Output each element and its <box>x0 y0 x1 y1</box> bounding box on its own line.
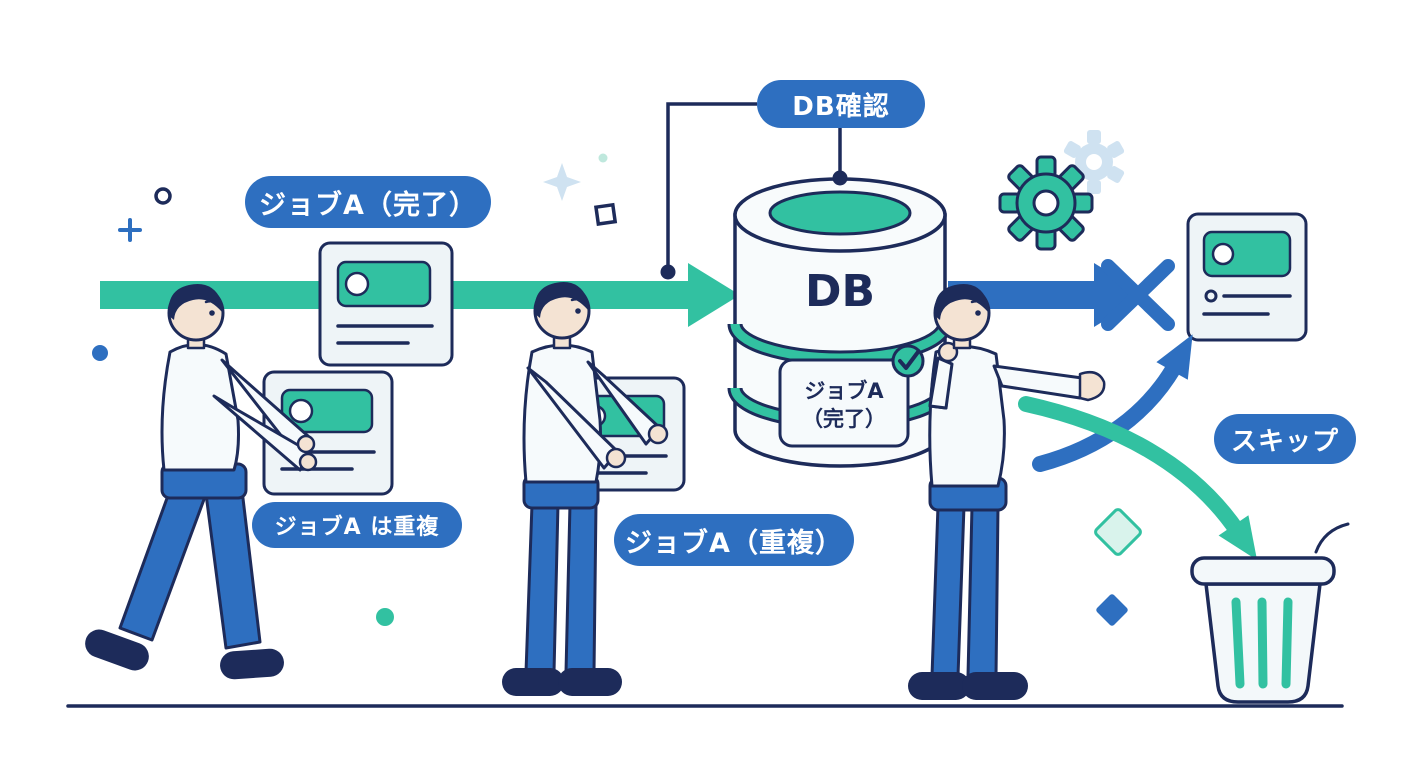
document-card-topright <box>1186 212 1308 342</box>
gear-icon-small <box>1063 130 1125 194</box>
connector-dot <box>832 170 848 186</box>
circle-decoration-icon <box>154 187 172 205</box>
square-decoration-icon <box>593 202 618 227</box>
person-middle <box>502 282 669 696</box>
db-record-card: ジョブA （完了） <box>778 344 925 448</box>
plus-icon <box>118 218 142 242</box>
db-record-line1: ジョブA <box>804 379 884 403</box>
motion-mark-icon <box>1314 522 1350 554</box>
person-left <box>85 284 318 680</box>
dot-decoration-icon <box>92 345 108 361</box>
document-card-floating <box>318 241 454 367</box>
diamond-decoration-icon <box>1096 594 1128 626</box>
check-circle-icon <box>891 344 925 378</box>
label-skip: スキップ <box>1214 414 1356 464</box>
diamond-decoration-icon <box>1094 508 1142 556</box>
person-right <box>908 284 1106 700</box>
db-record-line2: （完了） <box>802 407 886 431</box>
label-job-a-duplicate: ジョブA（重複） <box>614 514 854 566</box>
x-mark-icon <box>1101 259 1175 331</box>
dot-decoration-icon <box>598 153 608 163</box>
label-job-a-is-duplicate: ジョブA は重複 <box>252 502 462 548</box>
decorations <box>92 153 1350 626</box>
db-check-connector <box>660 102 848 280</box>
label-db-check: DB確認 <box>757 80 925 128</box>
trash-can-icon <box>1190 556 1336 704</box>
dot-decoration-icon <box>376 608 394 626</box>
curved-arrow-skip <box>1018 396 1258 561</box>
db-label: DB <box>805 266 875 317</box>
connector-dot <box>660 264 676 280</box>
flow-arrow-blue <box>948 263 1146 327</box>
label-job-a-completed: ジョブA（完了） <box>245 176 491 228</box>
gear-icon-large <box>998 155 1094 251</box>
sparkle-icon <box>543 163 581 201</box>
